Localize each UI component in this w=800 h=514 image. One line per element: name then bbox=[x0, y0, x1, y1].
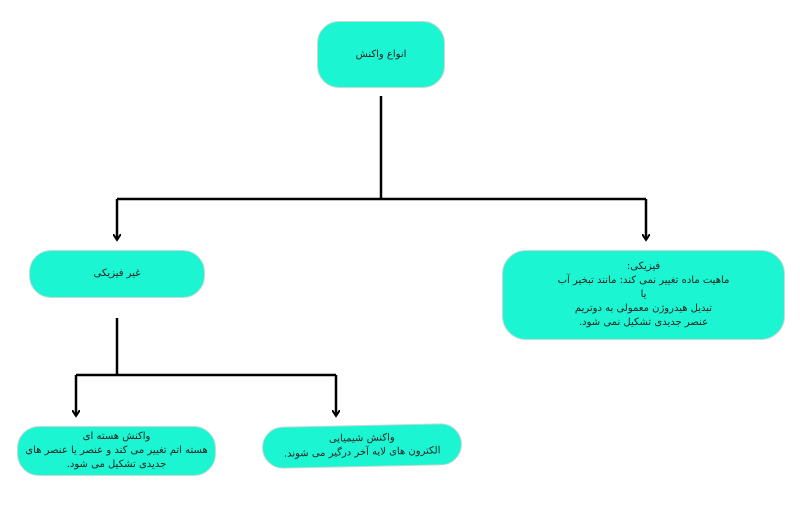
node-physical: فیزیکی: ماهیت ماده تغییر نمی کند: مانند … bbox=[502, 250, 785, 340]
nuclear-line: جدیدی تشکیل می شود. bbox=[66, 459, 167, 470]
physical-line: ماهیت ماده تغییر نمی کند: مانند تبخیر آب bbox=[557, 275, 730, 286]
node-nuclear-reaction: واکنش هسته ای هسته اتم تغییر می کند و عن… bbox=[17, 426, 216, 476]
chemical-line: الکترون های لایه آخر درگیر می شوند. bbox=[283, 445, 441, 460]
physical-line: یا bbox=[640, 289, 647, 300]
node-non-physical: غیر فیزیکی bbox=[29, 250, 205, 298]
physical-line: تبدیل هیدروژن معمولی به دوتریم bbox=[574, 303, 713, 314]
node-reaction-types: انواع واکنش bbox=[317, 21, 445, 88]
node-title: غیر فیزیکی bbox=[93, 268, 141, 279]
chemical-heading: واکنش شیمیایی bbox=[328, 432, 395, 445]
node-title: انواع واکنش bbox=[355, 48, 407, 60]
node-chemical-reaction: واکنش شیمیایی الکترون های لایه آخر درگیر… bbox=[261, 422, 463, 470]
physical-heading: فیزیکی: bbox=[626, 261, 661, 272]
nuclear-line: هسته اتم تغییر می کند و عنصر یا عنصر های bbox=[25, 445, 208, 456]
physical-line: عنصر جدیدی تشکیل نمی شود. bbox=[578, 317, 709, 328]
nuclear-heading: واکنش هسته ای bbox=[82, 431, 151, 442]
